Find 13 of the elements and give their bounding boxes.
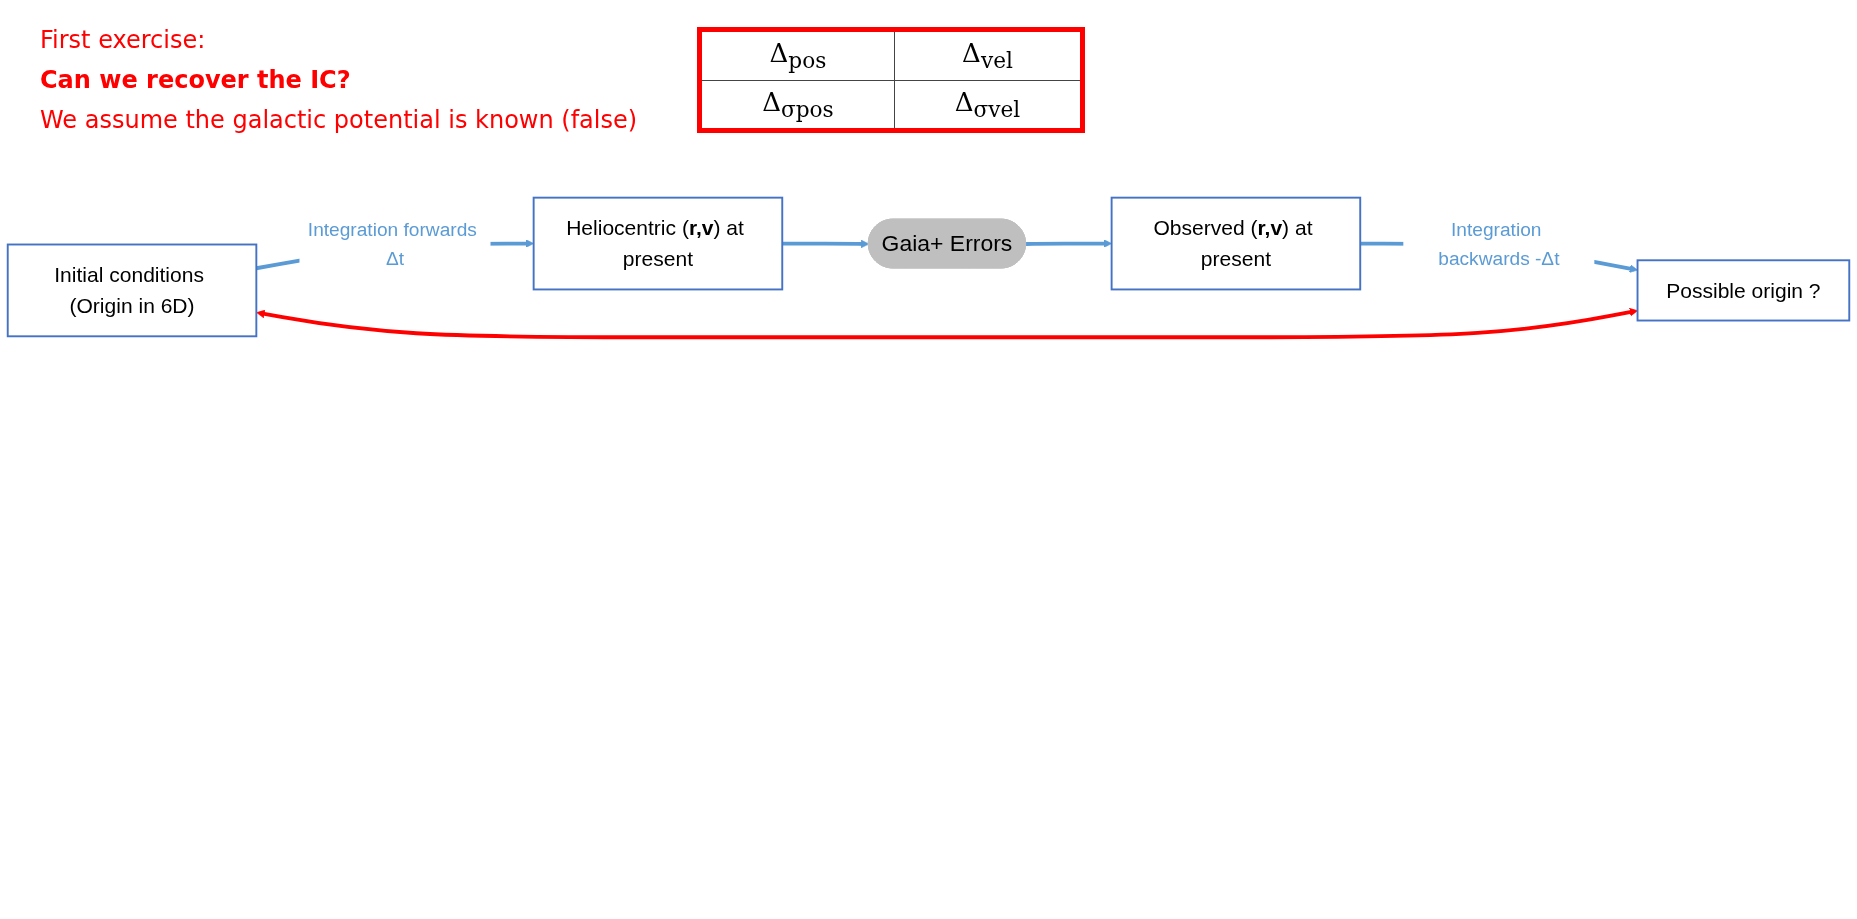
node-box: Heliocentric (r,v) at present	[532, 196, 784, 291]
note-text: First exercise:	[40, 26, 207, 54]
arrow	[256, 308, 1638, 340]
table-cell: Δ$_{pos}$	[699, 29, 895, 80]
edge-label: Integration forwards Δt	[307, 218, 477, 269]
note-text: Can we recover the IC?	[40, 66, 352, 94]
node-box: Observed (r,v) at present	[1110, 196, 1362, 291]
node-box: Initial conditions (Origin in 6D)	[6, 243, 258, 338]
node-box: Possible origin ?	[1636, 259, 1851, 322]
arrow	[782, 239, 870, 249]
edge-label: Integration backwards -Δt	[1438, 218, 1560, 269]
note-text: We assume the galactic potential is known (false)	[40, 106, 638, 134]
arrow	[1026, 239, 1112, 248]
